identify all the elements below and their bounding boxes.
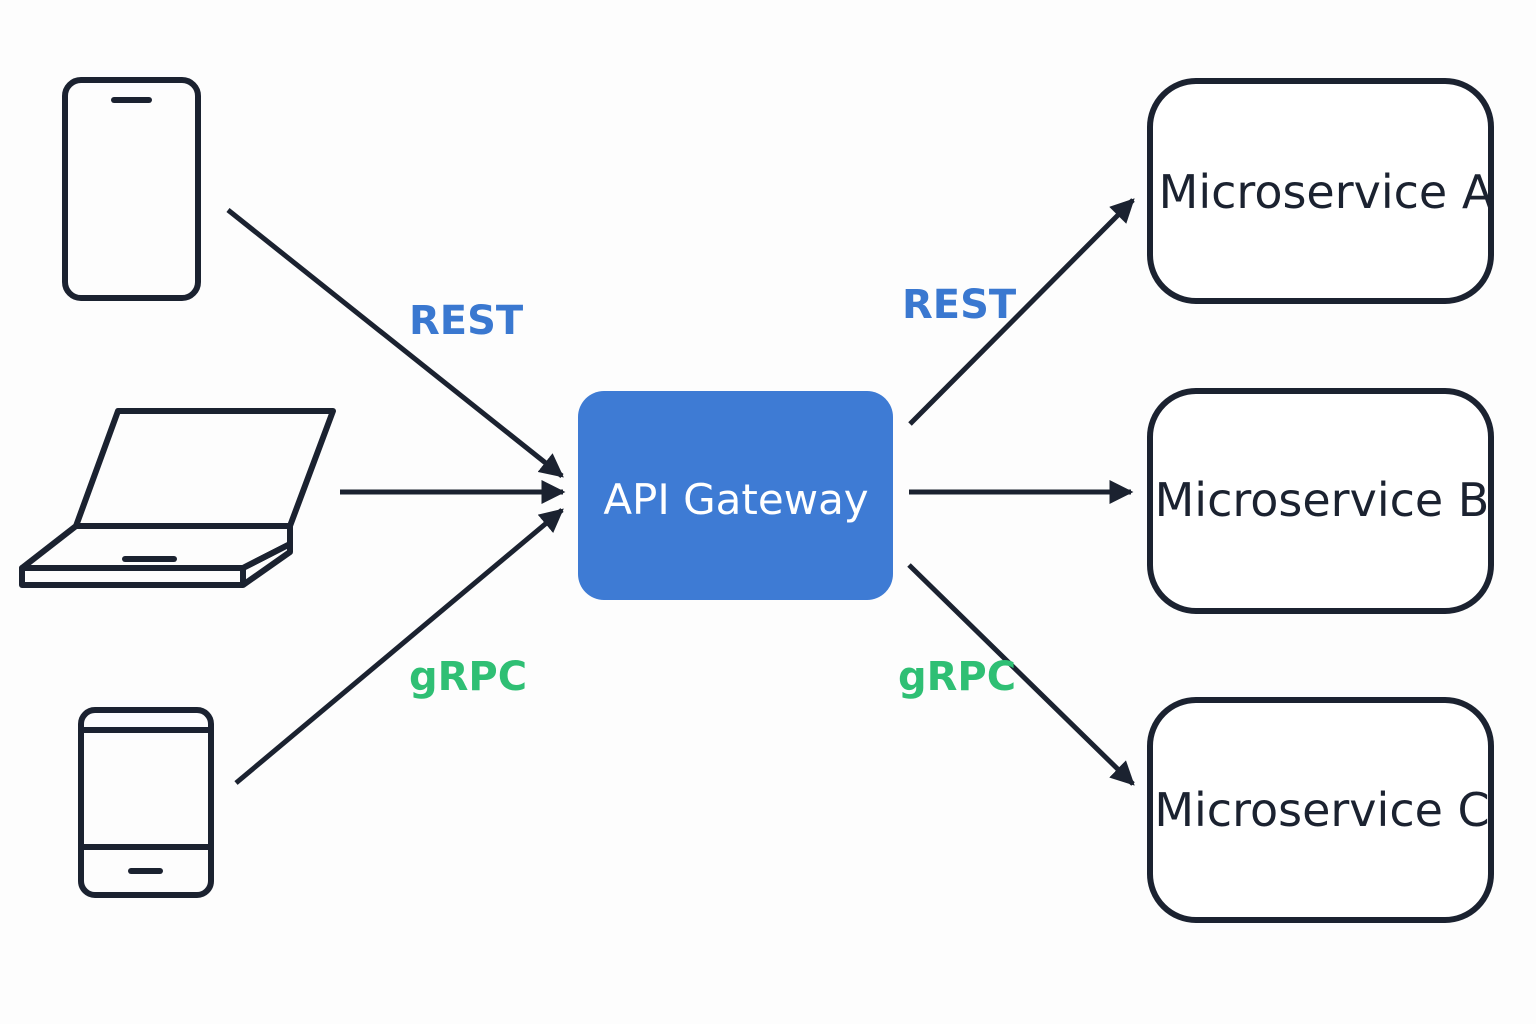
grpc-label-client: gRPC (409, 654, 527, 700)
arrow-smartphone-to-gateway (226, 208, 564, 478)
smartphone-icon (62, 77, 201, 301)
microservice-b: Microservice B (1147, 388, 1494, 614)
microservice-a: Microservice A (1147, 78, 1494, 304)
arrow-tablet-to-gateway (234, 508, 564, 785)
microservice-c: Microservice C (1147, 697, 1494, 923)
arrow-gateway-to-service-a (908, 198, 1135, 426)
api-gateway-label: API Gateway (603, 475, 868, 524)
arrow-gateway-to-service-c (907, 563, 1135, 786)
grpc-label-service: gRPC (898, 654, 1016, 700)
microservice-c-label: Microservice C (1154, 783, 1489, 837)
api-gateway: API Gateway (578, 391, 893, 600)
microservice-b-label: Microservice B (1155, 473, 1490, 527)
rest-label-client: REST (409, 298, 524, 344)
rest-label-service: REST (902, 282, 1017, 328)
tablet-icon (78, 707, 214, 898)
laptop-icon (19, 408, 336, 588)
microservice-a-label: Microservice A (1159, 165, 1494, 219)
api-gateway-box (578, 391, 893, 600)
